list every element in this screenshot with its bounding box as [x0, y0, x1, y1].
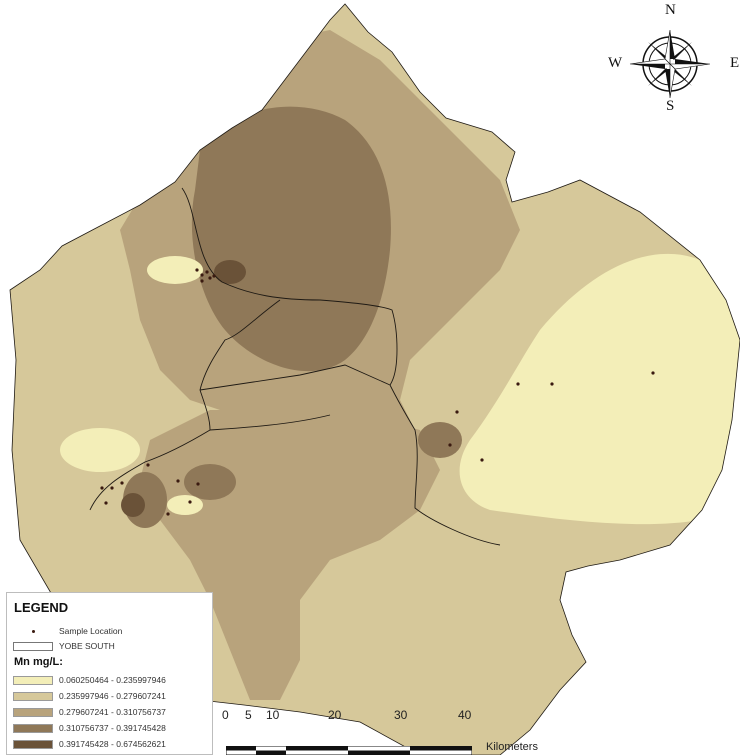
- legend-class-row: 0.060250464 - 0.235997946: [13, 674, 166, 686]
- legend-class-row: 0.310756737 - 0.391745428: [13, 722, 166, 734]
- legend-boundary-row: YOBE SOUTH: [13, 640, 115, 652]
- sample-point: [205, 270, 209, 274]
- lga-boundaries: [89, 187, 501, 546]
- zone-class-4-east: [418, 422, 462, 458]
- zone-class-1-north: [147, 256, 203, 284]
- sample-point: [195, 268, 199, 272]
- sample-point: [188, 500, 192, 504]
- zone-class-1-east: [459, 253, 740, 525]
- boundary-swatch: [13, 641, 53, 651]
- compass-east-label: E: [730, 55, 740, 71]
- sample-point: [120, 481, 124, 485]
- legend-class-label: 0.235997946 - 0.279607241: [59, 691, 166, 701]
- sample-point: [176, 479, 180, 483]
- legend-subtitle: Mn mg/L:: [14, 656, 63, 668]
- scale-tick-label: 40: [458, 708, 472, 722]
- legend-class-label: 0.310756737 - 0.391745428: [59, 723, 166, 733]
- sample-point: [212, 274, 216, 278]
- sample-locations: [100, 268, 655, 516]
- compass-west-label: W: [608, 55, 623, 71]
- compass-north-label: N: [665, 2, 676, 18]
- sample-point: [166, 512, 170, 516]
- sample-point: [200, 279, 204, 283]
- study-area-outline: [9, 3, 740, 755]
- legend-class-swatch: [13, 707, 53, 717]
- legend-class-swatch: [13, 723, 53, 733]
- zone-class-1-south: [167, 495, 203, 515]
- legend-class-swatch: [13, 675, 53, 685]
- sample-point: [550, 382, 554, 386]
- legend-boundary-label: YOBE SOUTH: [59, 641, 115, 651]
- zone-class-4-centre: [184, 464, 236, 500]
- scale-bar-graphic: [226, 746, 472, 755]
- zone-class-5-sw: [121, 493, 145, 517]
- zone-class-1-sw: [60, 428, 140, 472]
- legend-panel: LEGEND Sample Location YOBE SOUTH Mn mg/…: [6, 592, 213, 755]
- compass-rose-icon: [629, 29, 711, 99]
- sample-point: [146, 463, 150, 467]
- legend-class-label: 0.060250464 - 0.235997946: [59, 675, 166, 685]
- zone-class-4-north: [191, 106, 391, 372]
- sample-point: [480, 458, 484, 462]
- zone-class-5-north: [214, 260, 246, 284]
- legend-class-row: 0.279607241 - 0.310756737: [13, 706, 166, 718]
- sample-point: [196, 482, 200, 486]
- sample-point: [100, 486, 104, 490]
- sample-point: [651, 371, 655, 375]
- sample-point: [110, 486, 114, 490]
- scale-tick-label: 30: [394, 708, 408, 722]
- scale-tick-label: 0: [222, 708, 229, 722]
- legend-class-row: 0.391745428 - 0.674562621: [13, 738, 166, 750]
- sample-point: [455, 410, 459, 414]
- sample-location-symbol: [13, 629, 53, 633]
- legend-class-swatch: [13, 739, 53, 749]
- scale-tick-label: 20: [328, 708, 342, 722]
- legend-class-label: 0.391745428 - 0.674562621: [59, 739, 166, 749]
- compass-south-label: S: [666, 98, 675, 114]
- scale-bar: 0 5 10 20 30 40 Kilometers: [218, 708, 538, 755]
- legend-sample-row: Sample Location: [13, 625, 122, 637]
- legend-class-label: 0.279607241 - 0.310756737: [59, 707, 166, 717]
- scale-tick-label: 10: [266, 708, 280, 722]
- sample-point: [208, 276, 212, 280]
- north-arrow: N S E W: [600, 2, 740, 118]
- legend-sample-label: Sample Location: [59, 626, 123, 636]
- legend-class-row: 0.235997946 - 0.279607241: [13, 690, 166, 702]
- sample-point: [200, 273, 204, 277]
- legend-class-swatch: [13, 691, 53, 701]
- sample-point: [516, 382, 520, 386]
- scale-unit-label: Kilometers: [486, 741, 538, 753]
- legend-title: LEGEND: [14, 600, 69, 615]
- sample-point: [448, 443, 452, 447]
- sample-point: [104, 501, 108, 505]
- scale-tick-label: 5: [245, 708, 252, 722]
